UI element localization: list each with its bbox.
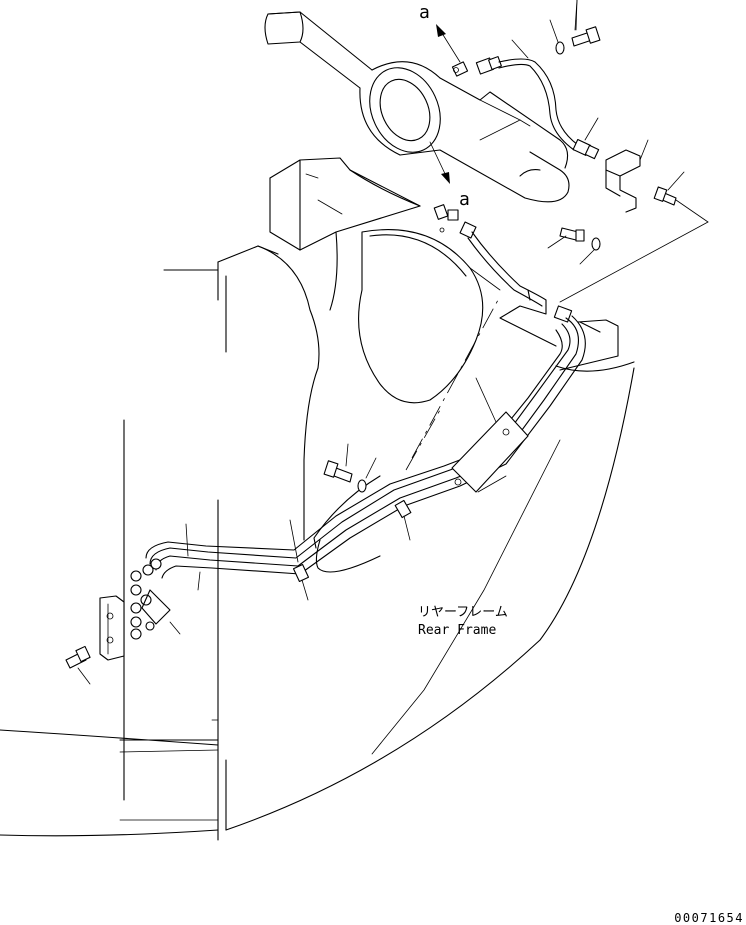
fitting-icon (572, 138, 600, 160)
fitting-icon (459, 221, 477, 239)
bolt-icon (653, 171, 709, 223)
rear-frame-outline (0, 245, 635, 841)
arrow-icon (436, 24, 446, 37)
bolt-icon (547, 227, 585, 249)
bolt-icon (65, 645, 91, 685)
frame-housing (269, 157, 501, 404)
hose-icon (471, 231, 547, 301)
hose-icon (498, 58, 579, 146)
rear-frame-label-japanese: リヤーフレーム (418, 605, 508, 620)
bolt-icon (323, 443, 353, 483)
callout-letter-top: a (419, 2, 430, 23)
lower-pipe-run (145, 315, 586, 579)
pivot-arm (264, 11, 570, 203)
bolt-icon (571, 0, 601, 47)
clamp-icon (394, 499, 412, 541)
clamp-icon (289, 519, 310, 601)
arrow-icon (441, 172, 450, 184)
drawing-number: 00071654 (674, 911, 744, 925)
upper-hose-assembly (451, 39, 600, 160)
clamp-icon (451, 377, 529, 493)
arrow-a-middle: a (429, 141, 470, 210)
rear-frame-leader (371, 439, 561, 755)
centerline (411, 299, 499, 459)
fitting-icon (475, 56, 502, 75)
bracket-icon (605, 139, 649, 213)
washer-icon (579, 237, 601, 265)
fitting-icon (451, 61, 469, 77)
callout-letter-middle: a (459, 189, 470, 210)
fitting-icon (553, 305, 573, 323)
arrow-a-top: a (419, 2, 461, 63)
rear-frame-label: リヤーフレーム Rear Frame (418, 605, 508, 638)
washer-icon (549, 19, 565, 55)
fitting-icon (433, 204, 459, 233)
manifold-block (99, 595, 125, 661)
middle-hose-assembly (433, 204, 557, 347)
washer-icon (357, 457, 377, 493)
centerline (405, 409, 441, 471)
rear-frame-label-english: Rear Frame (418, 623, 496, 638)
